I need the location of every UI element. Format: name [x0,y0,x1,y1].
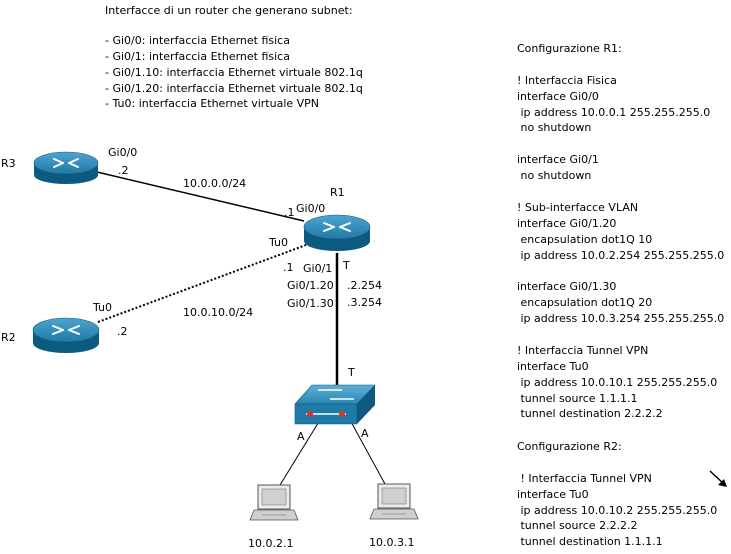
switch-access-left-label: A [297,430,305,443]
intro-item-gi00: - Gi0/0: interfaccia Ethernet fisica [105,34,290,47]
config-r1-line: interface Gi0/1.20 [517,216,617,230]
router-r3-label: R3 [1,157,16,170]
r1-gi00-label: Gi0/0 [296,202,326,215]
config-r2-line: tunnel source 2.2.2.2 [517,519,638,533]
config-r1-line: ! Interfaccia Tunnel VPN [517,343,649,357]
r1-ip20-label: .2.254 [347,279,382,292]
config-r1-line: tunnel destination 2.2.2.2 [517,407,663,421]
intro-item-gi01: - Gi0/1: interfaccia Ethernet fisica [105,50,290,63]
subnet-r3-r1-label: 10.0.0.0/24 [183,177,247,190]
config-r1-line: tunnel source 1.1.1.1 [517,391,638,405]
host-right-ip-label: 10.0.3.1 [369,536,415,549]
host-left-computer-icon [249,484,299,521]
r3-interface-label: Gi0/0 [108,146,138,159]
config-r1-line: ip address 10.0.10.1 255.255.255.0 [517,375,718,389]
r1-gi0120-label: Gi0/1.20 [287,279,334,292]
r3-ip-label: .2 [118,164,129,177]
config-r1-line: interface Gi0/1.30 [517,280,617,294]
config-r1-block: Configurazione R1: ! Interfaccia Fisica in… [517,41,724,422]
subnet-r2-r1-label: 10.0.10.0/24 [183,306,254,319]
r1-gi0130-label: Gi0/1.30 [287,297,334,310]
config-r1-line: encapsulation dot1Q 20 [517,296,653,310]
router-r3-icon [33,151,99,184]
intro-item-tu0: - Tu0: interfaccia Ethernet virtuale VPN [105,97,320,110]
link-r3-r1 [96,171,305,222]
config-r2-line: tunnel destination 1.1.1.1 [517,535,663,549]
link-switch-host-left [279,419,321,486]
config-r2-line: Configurazione R2: [517,440,622,453]
config-r1-line: interface Gi0/1 [517,153,599,167]
config-r2-line: ip address 10.0.10.2 255.255.255.0 [517,503,718,517]
r1-gi01-label: Gi0/1 [303,262,333,275]
router-r2-label: R2 [1,331,16,344]
r1-gi00-ip-label: .1 [284,206,295,219]
config-r1-line: interface Tu0 [517,359,589,373]
switch-icon [294,384,376,425]
intro-heading: Interfacce di un router che generano sub… [105,4,353,17]
config-r1-line: ! Interfaccia Fisica [517,73,617,87]
intro-item-gi0110: - Gi0/1.10: interfaccia Ethernet virtual… [105,66,363,79]
intro-item-gi0120: - Gi0/1.20: interfaccia Ethernet virtual… [105,82,363,95]
link-switch-host-right [349,419,386,485]
r1-ip30-label: .3.254 [347,296,382,309]
config-r2-line: interface Tu0 [517,487,589,501]
config-r1-line: interface Gi0/0 [517,89,599,103]
config-r1-line: encapsulation dot1Q 10 [517,232,653,246]
host-right-computer-icon [369,483,419,520]
arrow-icon [709,470,727,487]
switch-trunk-label: T [348,366,355,379]
router-r2-icon [32,317,100,353]
r2-ip-label: .2 [117,325,128,338]
host-left-ip-label: 10.0.2.1 [248,537,294,550]
config-r1-line: ip address 10.0.2.254 255.255.255.0 [517,248,725,262]
link-r2-r1-tunnel [97,244,307,323]
config-r1-line: Configurazione R1: [517,42,622,55]
r1-tu0-ip-label: .1 [283,261,294,274]
config-r1-line: ip address 10.0.3.254 255.255.255.0 [517,312,725,326]
router-r1-icon [303,214,371,251]
config-r1-line: no shutdown [517,121,592,135]
r1-trunk-label: T [343,259,350,272]
r1-tu0-label: Tu0 [269,236,289,249]
config-r2-block: Configurazione R2: ! Interfaccia Tunnel … [517,439,717,550]
router-r1-label: R1 [330,186,345,199]
config-r1-line: no shutdown [517,169,592,183]
config-r1-line: ! Sub-interfacce VLAN [517,200,639,214]
config-r2-line: ! Interfaccia Tunnel VPN [517,471,652,485]
switch-access-right-label: A [361,427,369,440]
config-r1-line: ip address 10.0.0.1 255.255.255.0 [517,105,711,119]
r2-interface-label: Tu0 [93,301,113,314]
